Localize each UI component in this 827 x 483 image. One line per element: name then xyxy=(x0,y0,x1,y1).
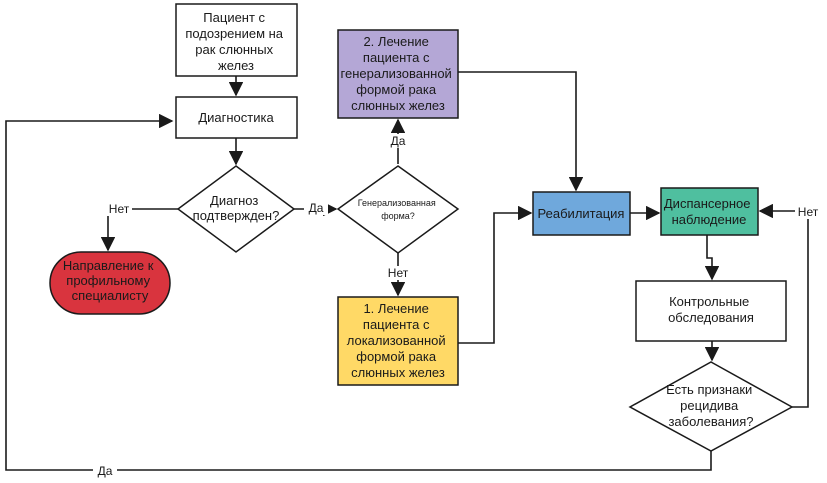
edge-label-confirmed-yes: Да xyxy=(309,201,324,215)
edge-label-generalized-no: Нет xyxy=(388,266,409,280)
node-rehab xyxy=(532,191,631,236)
edge-relapse-no-to-followup xyxy=(758,203,809,408)
node-referral xyxy=(49,251,171,315)
node-generalized-decision xyxy=(336,165,460,254)
edge-label-relapse-no: Нет xyxy=(798,205,819,219)
node-followup xyxy=(660,187,759,236)
edge-label-confirmed-no: Нет xyxy=(109,202,130,216)
edge-treat-local-to-rehab xyxy=(458,205,533,344)
node-exams xyxy=(635,280,787,342)
edge-label-relapse-yes: Да xyxy=(98,464,113,478)
node-suspect xyxy=(175,3,298,77)
label-followup: Диспансерное наблюдение xyxy=(664,196,754,227)
label-suspect: Пациент с подозрением на рак слюнных жел… xyxy=(185,10,286,73)
edge-treat-generalized-to-rehab xyxy=(458,71,584,192)
node-treat-local xyxy=(337,296,459,386)
label-treat-generalized: 2. Лечение пациента с генерализованной ф… xyxy=(341,34,456,113)
label-confirmed: Диагноз подтвержден? xyxy=(193,193,280,223)
edge-followup-to-exams xyxy=(704,235,720,281)
edge-label-generalized-yes: Да xyxy=(391,134,406,148)
label-rehab: Реабилитация xyxy=(538,206,625,221)
label-diagnostics: Диагностика xyxy=(198,110,274,125)
label-generalized: Генерализованная форма? xyxy=(358,198,439,221)
label-referral: Направление к профильному специалисту xyxy=(63,258,157,303)
edge-relapse-yes-to-diagnostics xyxy=(5,113,712,471)
node-confirmed-decision xyxy=(176,165,296,253)
label-relapse: Есть признаки рецидива заболевания? xyxy=(666,382,756,429)
label-exams: Контрольные обследования xyxy=(668,294,754,325)
node-relapse-decision xyxy=(628,361,794,452)
label-treat-local: 1. Лечение пациента с локализованной фор… xyxy=(347,301,450,380)
node-treat-generalized xyxy=(337,29,459,119)
node-diagnostics xyxy=(175,96,298,139)
